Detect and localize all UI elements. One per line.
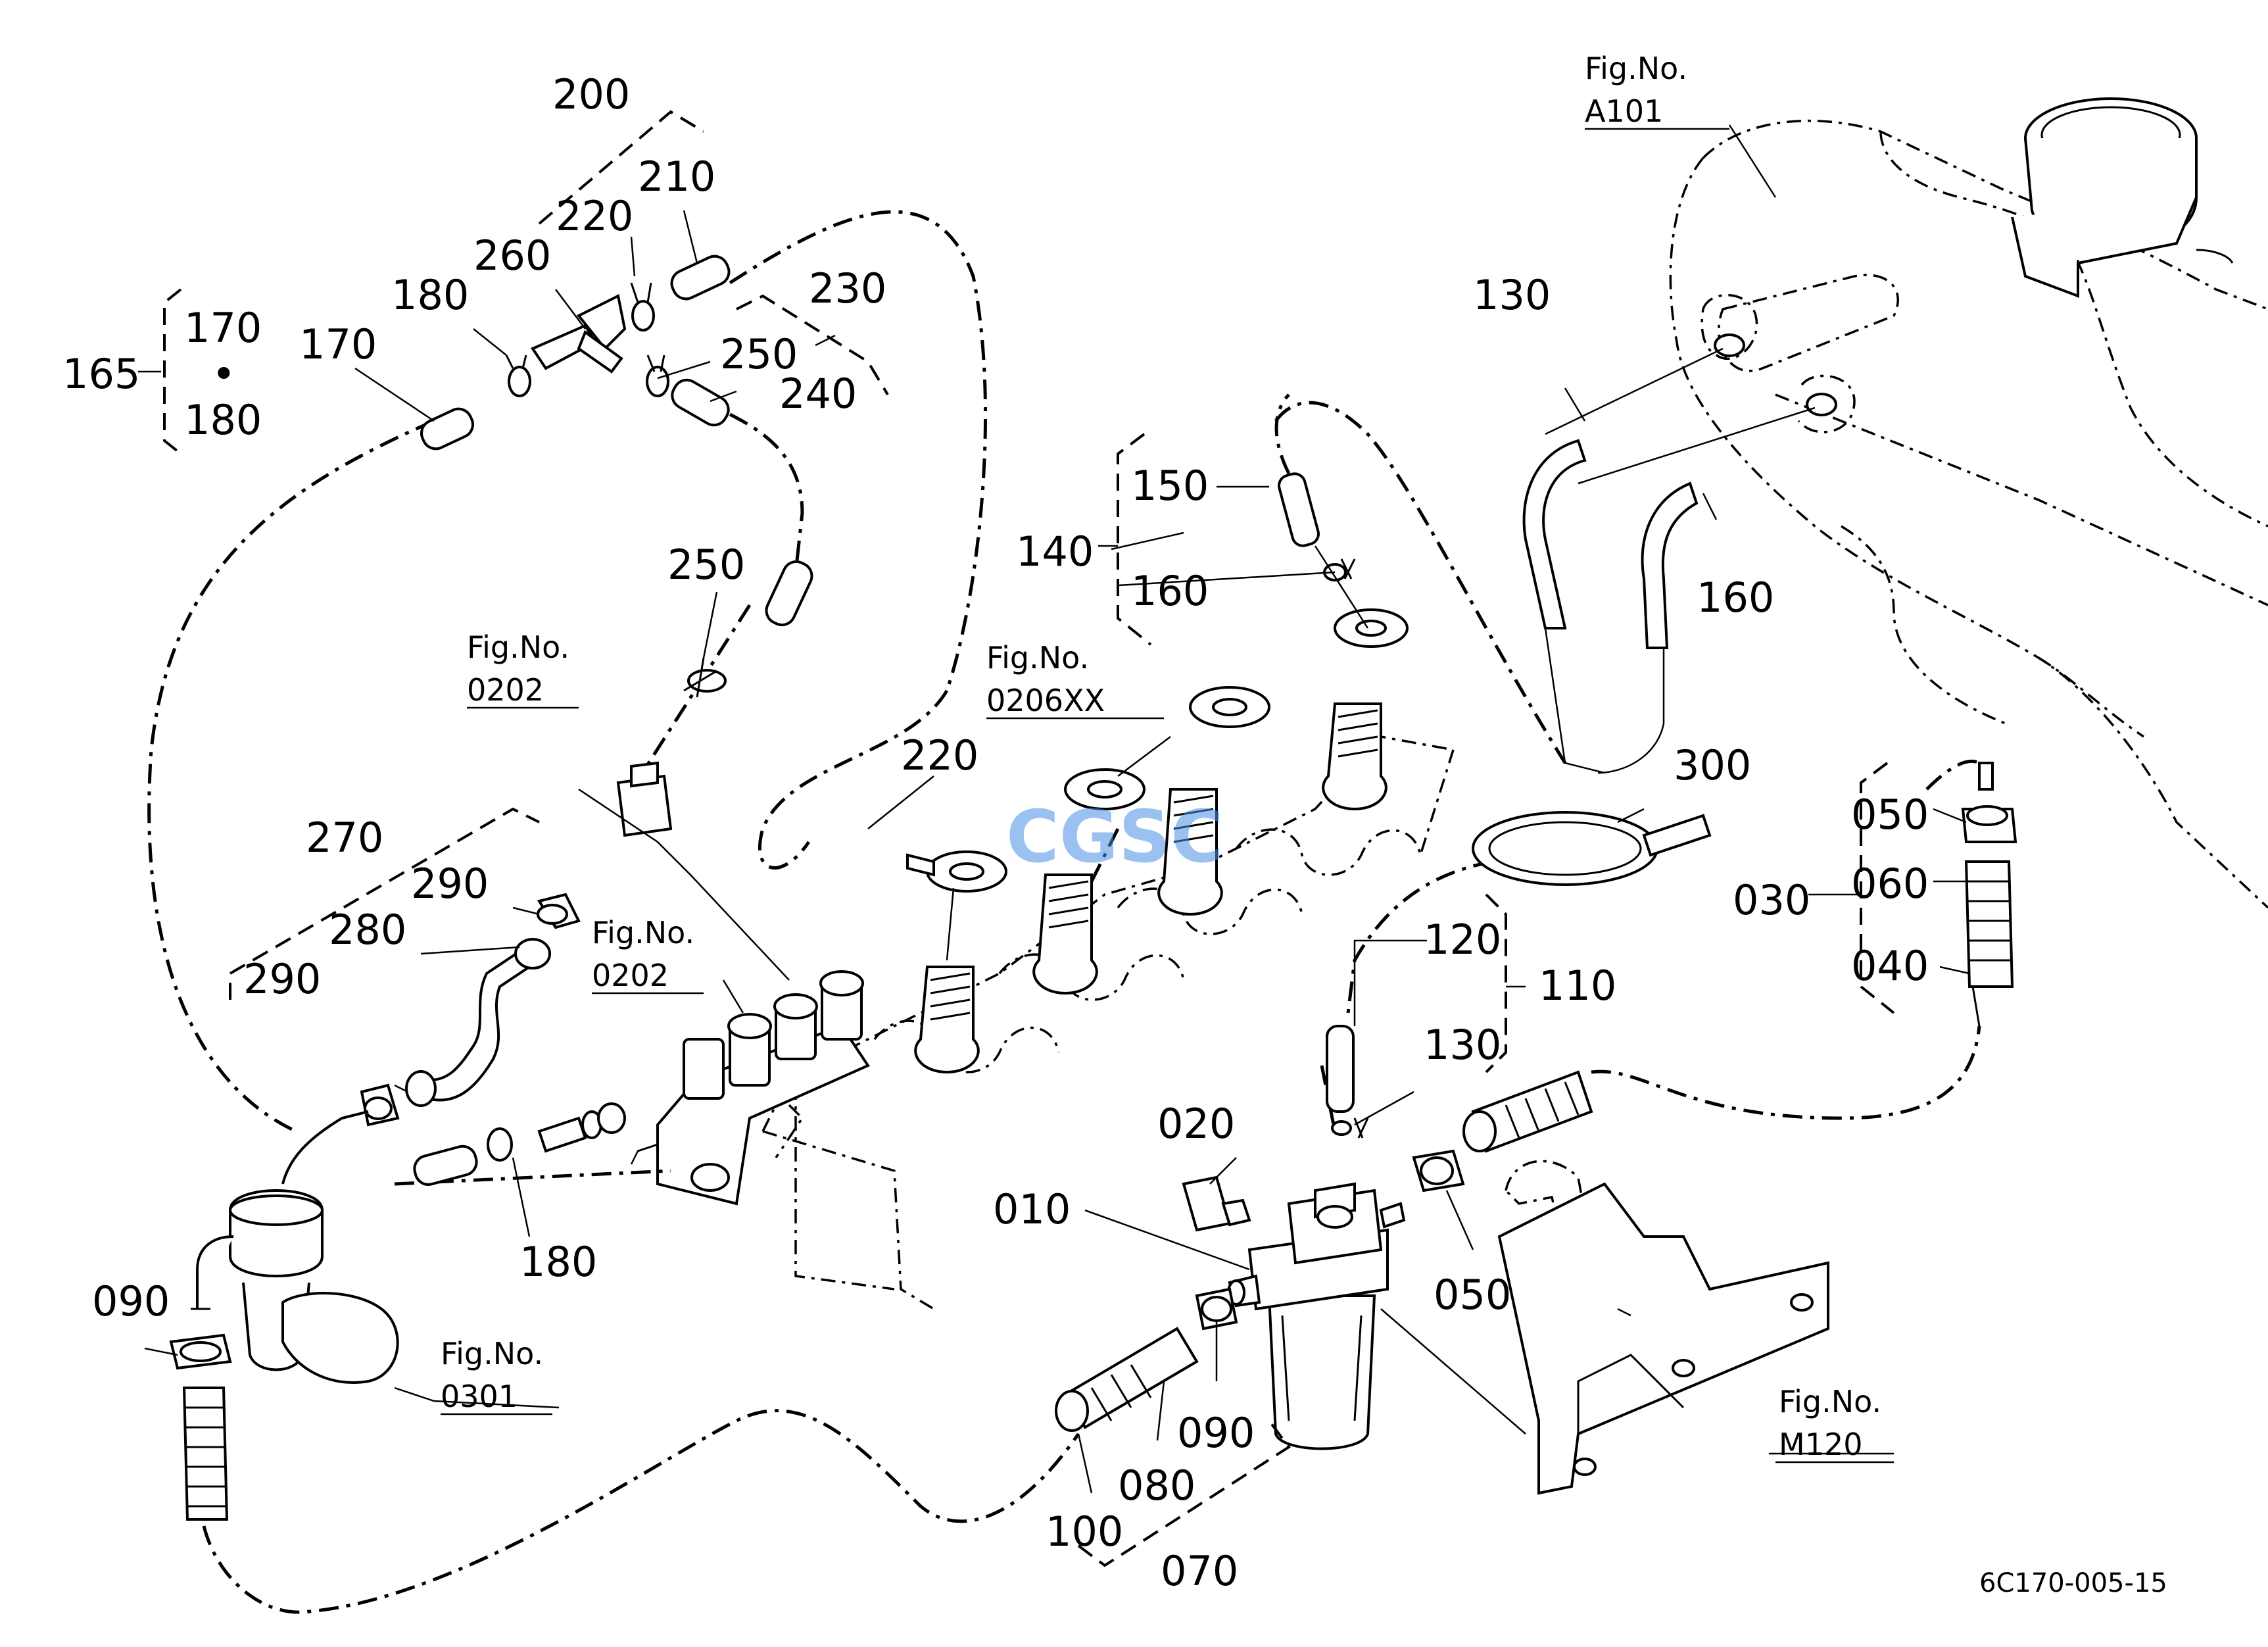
part-label-180: 180: [391, 271, 469, 319]
part-label-130: 130: [1424, 1021, 1501, 1069]
part-label-080: 080: [1118, 1462, 1195, 1510]
part-label-050: 050: [1851, 791, 1929, 839]
fig-ref-title: Fig.No.: [592, 915, 694, 950]
part-label-180: 180: [519, 1238, 597, 1286]
fig-ref-number-m120: M120: [1779, 1427, 1863, 1462]
fuel-filter: [1227, 1182, 1406, 1450]
part-label-130: 130: [1473, 271, 1551, 319]
part-label-250: 250: [720, 330, 798, 378]
fig-ref-number-a101: A101: [1585, 93, 1663, 129]
part-label-250: 250: [667, 541, 745, 589]
part-label-240: 240: [779, 370, 857, 418]
part-label-280: 280: [329, 906, 406, 954]
tank-fittings: [1545, 294, 1856, 485]
part-label-030: 030: [1733, 876, 1810, 924]
part-label-210: 210: [638, 153, 715, 201]
part-label-150: 150: [1131, 462, 1209, 510]
part-label-110: 110: [1539, 962, 1616, 1010]
part-label-140: 140: [1016, 528, 1094, 576]
part-label-040: 040: [1851, 942, 1929, 990]
part-label-220: 220: [556, 192, 633, 240]
part-label-020: 020: [1157, 1100, 1235, 1148]
air-vent-plug: [1182, 1175, 1251, 1232]
part-label-180: 180: [184, 396, 262, 444]
part-label-120: 120: [1424, 916, 1501, 964]
part-label-160: 160: [1131, 567, 1209, 615]
fuel-feed-pump: [191, 1110, 399, 1384]
fig-ref-title: Fig.No.: [986, 640, 1089, 676]
part-labels: 165 170 170 • 180 180 180 200 210 220 22…: [62, 70, 1929, 1595]
part-label-165: 165: [62, 350, 140, 398]
fig-ref-number-0202: 0202: [592, 958, 669, 993]
hose-strap-300: [1472, 811, 1712, 886]
injection-pump: [637, 970, 870, 1206]
part-label-290: 290: [411, 860, 489, 908]
part-label-300: 300: [1674, 741, 1751, 789]
part-label-200: 200: [552, 70, 630, 118]
filter-bracket: [1380, 1160, 1829, 1495]
part-label-separator: •: [212, 350, 236, 398]
inlet-hose-lower-left: [169, 1333, 232, 1521]
part-label-050: 050: [1434, 1271, 1511, 1319]
figure-references: Fig.No. A101 Fig.No. 0202 Fig.No. 0202 F…: [441, 51, 1881, 1462]
part-label-090: 090: [1177, 1409, 1255, 1457]
part-label-260: 260: [473, 232, 551, 280]
part-label-170: 170: [299, 320, 377, 368]
hose-150: [1274, 393, 1369, 629]
fig-ref-title: Fig.No.: [441, 1336, 543, 1371]
part-label-230: 230: [809, 264, 886, 312]
part-label-290: 290: [243, 955, 321, 1003]
part-label-100: 100: [1046, 1508, 1123, 1556]
tank-return-hoses: [1522, 439, 1699, 774]
filter-outlet-hoses: [1055, 1070, 1593, 1432]
cgsc-watermark: CGSC: [1006, 795, 1224, 879]
fig-ref-number-0206xx: 0206XX: [986, 683, 1105, 718]
fig-ref-number-0202: 0202: [467, 672, 544, 708]
part-label-070: 070: [1161, 1547, 1238, 1595]
drawing-code: 6C170-005-15: [1979, 1568, 2167, 1598]
part-label-010: 010: [993, 1185, 1071, 1233]
hose-280-assembly: [360, 893, 626, 1186]
part-label-220: 220: [901, 731, 978, 779]
hose-120: [1326, 1025, 1369, 1139]
injectors: [914, 702, 1387, 1074]
filler-neck: [2011, 97, 2234, 298]
part-label-170: 170: [184, 304, 262, 352]
return-line-fittings: [420, 255, 813, 837]
figure-ref-underlines: [441, 128, 1894, 1463]
part-label-270: 270: [306, 814, 383, 862]
tank-outlet-assembly: [1961, 762, 2017, 1027]
watermark-text: CGSC: [1006, 795, 1224, 879]
fig-ref-number-0301: 0301: [441, 1379, 518, 1414]
part-label-160: 160: [1697, 574, 1774, 622]
grouping-brackets: [163, 110, 1895, 1567]
fig-ref-title: Fig.No.: [1585, 51, 1687, 86]
overflow-pipe: [906, 608, 1409, 961]
part-label-090: 090: [92, 1277, 170, 1325]
leader-lines: [138, 124, 1970, 1494]
fig-ref-title: Fig.No.: [467, 629, 569, 665]
part-label-060: 060: [1851, 860, 1929, 908]
fig-ref-title: Fig.No.: [1779, 1384, 1881, 1419]
